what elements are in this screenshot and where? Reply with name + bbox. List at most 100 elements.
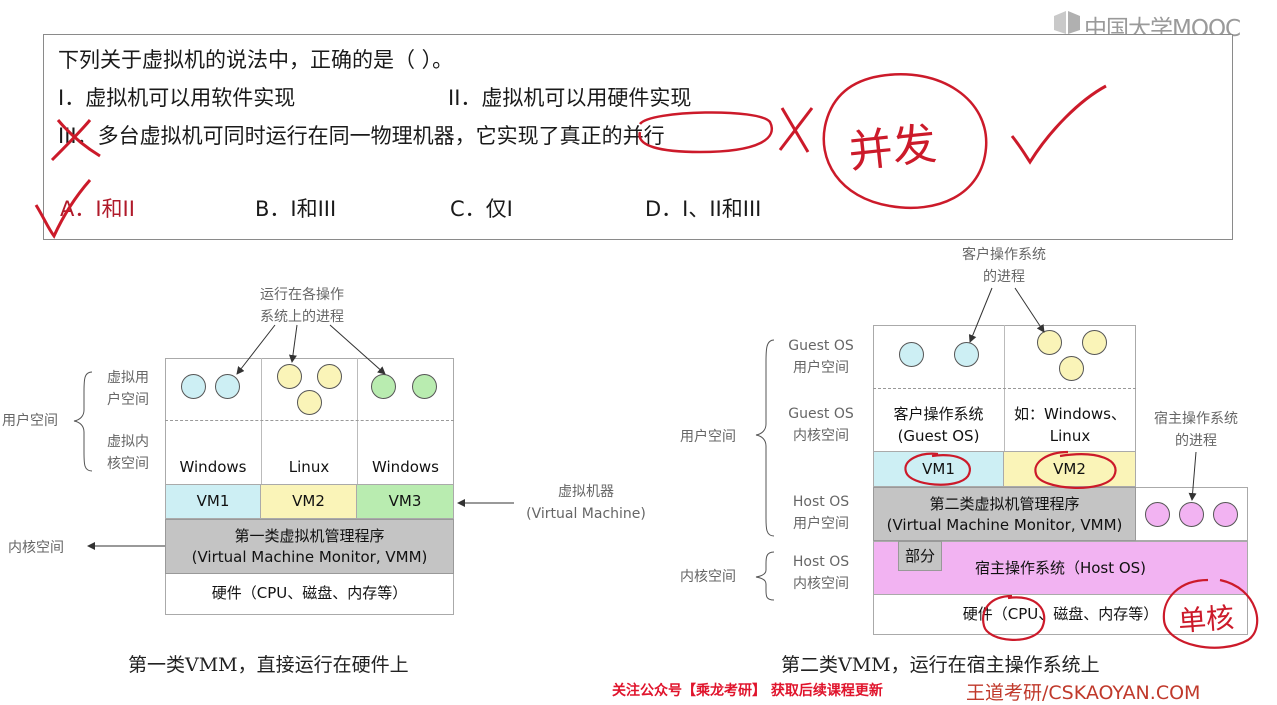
d2-process-circle <box>954 342 979 367</box>
d1-vm1-label: VM1 <box>196 492 230 510</box>
option-d[interactable]: D．I、II和III <box>645 197 762 221</box>
d2-process-circle <box>899 342 924 367</box>
d1-process-circle <box>277 364 302 389</box>
d1-os-2: Linux <box>288 458 330 476</box>
d2-vmm-box: 第二类虚拟机管理程序 (Virtual Machine Monitor, VMM… <box>873 487 1136 541</box>
d1-process-circle <box>371 374 396 399</box>
d1-process-circle <box>317 364 342 389</box>
d2-guest-kernel-line1: Guest OS <box>788 406 854 422</box>
d1-kernel-space-label: 内核空间 <box>8 540 64 556</box>
d1-top-note-line1: 运行在各操作 <box>260 287 344 303</box>
question-box <box>43 34 1233 240</box>
d2-host-user-label: Host OS 用户空间 <box>776 491 866 535</box>
d1-vm3-label: VM3 <box>388 492 422 510</box>
d2-guest-os-2-line1: 如：Windows、 <box>1014 405 1126 423</box>
d1-vmm-box: 第一类虚拟机管理程序 (Virtual Machine Monitor, VMM… <box>165 519 454 574</box>
d2-process-circle <box>1082 330 1107 355</box>
d1-process-circle <box>215 374 240 399</box>
d2-host-proc-note: 宿主操作系统 的进程 <box>1144 408 1248 452</box>
d2-guest-os-2-line2: Linux <box>1049 427 1091 445</box>
d2-guest-os-1: 客户操作系统 (Guest OS) <box>873 403 1004 447</box>
d2-top-note: 客户操作系统 的进程 <box>944 244 1064 288</box>
d2-vm1: VM1 <box>873 451 1004 487</box>
option-c[interactable]: C．仅I <box>450 197 513 221</box>
d2-guest-kernel-label: Guest OS 内核空间 <box>776 403 866 447</box>
d2-kernel-space-label: 内核空间 <box>680 569 736 585</box>
d2-guest-user-line1: Guest OS <box>788 338 854 354</box>
d2-handwritten-note: 单核 <box>1177 601 1236 638</box>
option-b[interactable]: B．I和III <box>255 197 337 221</box>
d2-divider <box>1004 325 1005 487</box>
d1-virtual-user-label: 虚拟用 户空间 <box>100 367 156 411</box>
d1-hardware-label: 硬件（CPU、磁盘、内存等） <box>211 584 408 602</box>
d2-host-kernel-line2: 内核空间 <box>793 576 849 592</box>
d1-vm3: VM3 <box>357 484 454 519</box>
d2-host-os-box: 宿主操作系统（Host OS) <box>873 541 1248 595</box>
d2-hardware-label: 硬件（CPU、磁盘、内存等） <box>962 605 1159 623</box>
d1-vm-label: 虚拟机器 (Virtual Machine) <box>518 481 654 525</box>
d2-part-box: 部分 <box>898 541 942 571</box>
d1-process-circle <box>297 390 322 415</box>
d2-host-process-circle <box>1179 502 1204 527</box>
d1-virtual-kernel-line1: 虚拟内 <box>107 434 149 450</box>
d1-vm-label-line1: 虚拟机器 <box>558 484 614 500</box>
d1-vm-label-line2: (Virtual Machine) <box>526 506 646 522</box>
d2-top-note-line2: 的进程 <box>983 269 1025 285</box>
d2-guest-user-line2: 用户空间 <box>793 360 849 376</box>
d1-user-space-label: 用户空间 <box>2 413 58 429</box>
d2-process-circle <box>1037 330 1062 355</box>
d2-host-kernel-line1: Host OS <box>792 554 850 570</box>
d1-virtual-user-line1: 虚拟用 <box>107 370 149 386</box>
d2-host-proc-note-line2: 的进程 <box>1175 433 1217 449</box>
d1-process-circle <box>181 374 206 399</box>
d2-process-circle <box>1059 356 1084 381</box>
d2-guest-os-1-line2: (Guest OS) <box>897 427 980 445</box>
d2-user-space-label: 用户空间 <box>680 429 736 445</box>
mooc-logo-icon <box>1054 11 1080 34</box>
d2-host-proc-note-line1: 宿主操作系统 <box>1154 411 1238 427</box>
d2-host-kernel-label: Host OS 内核空间 <box>776 551 866 595</box>
d1-vm2: VM2 <box>261 484 357 519</box>
d2-vmm-line1: 第二类虚拟机管理程序 <box>929 495 1080 513</box>
d1-dashed-line <box>165 420 454 421</box>
d1-hardware-box: 硬件（CPU、磁盘、内存等） <box>165 574 454 615</box>
d2-vm1-label: VM1 <box>922 460 955 478</box>
d2-host-process-circle <box>1145 502 1170 527</box>
d2-vm2: VM2 <box>1004 451 1136 487</box>
d2-guest-kernel-line2: 内核空间 <box>793 428 849 444</box>
d1-vm2-label: VM2 <box>292 492 325 510</box>
d1-vmm-line2: (Virtual Machine Monitor, VMM) <box>191 548 428 566</box>
d1-process-circle <box>412 374 437 399</box>
footer-promo: 关注公众号【乘龙考研】 获取后续课程更新 <box>612 683 883 699</box>
d2-vm2-label: VM2 <box>1053 460 1086 478</box>
d1-virtual-kernel-line2: 核空间 <box>107 456 149 472</box>
d1-caption: 第一类VMM，直接运行在硬件上 <box>128 654 409 676</box>
d2-hardware-box: 硬件（CPU、磁盘、内存等） <box>873 595 1248 635</box>
d1-vm1: VM1 <box>165 484 261 519</box>
d1-os-1: Windows <box>179 458 247 476</box>
d2-host-os-label: 宿主操作系统（Host OS) <box>974 559 1147 577</box>
question-stem: 下列关于虚拟机的说法中，正确的是（ ）。 <box>58 48 454 72</box>
d1-divider-2 <box>357 358 358 484</box>
d2-part-label: 部分 <box>904 547 935 565</box>
d1-top-note-line2: 系统上的进程 <box>260 309 344 325</box>
statement-3: III．多台虚拟机可同时运行在同一物理机器，它实现了真正的并行 <box>58 124 665 148</box>
d1-virtual-kernel-label: 虚拟内 核空间 <box>100 431 156 475</box>
d2-guest-os-1-line1: 客户操作系统 <box>893 405 984 423</box>
d1-vm-area <box>165 358 454 484</box>
d1-virtual-user-line2: 户空间 <box>107 392 149 408</box>
d1-divider-1 <box>261 358 262 484</box>
d2-host-process-area <box>1136 487 1248 541</box>
d2-guest-os-2: 如：Windows、 Linux <box>1004 403 1136 447</box>
statement-2: II．虚拟机可以用硬件实现 <box>448 86 692 110</box>
d2-caption: 第二类VMM，运行在宿主操作系统上 <box>781 654 1100 676</box>
d1-os-3: Windows <box>372 458 439 476</box>
d2-host-user-line2: 用户空间 <box>793 516 849 532</box>
d2-host-process-circle <box>1213 502 1238 527</box>
footer-site: 王道考研/CSKAOYAN.COM <box>966 682 1201 704</box>
d2-host-user-line1: Host OS <box>792 494 850 510</box>
d2-dashed-line <box>873 388 1136 389</box>
